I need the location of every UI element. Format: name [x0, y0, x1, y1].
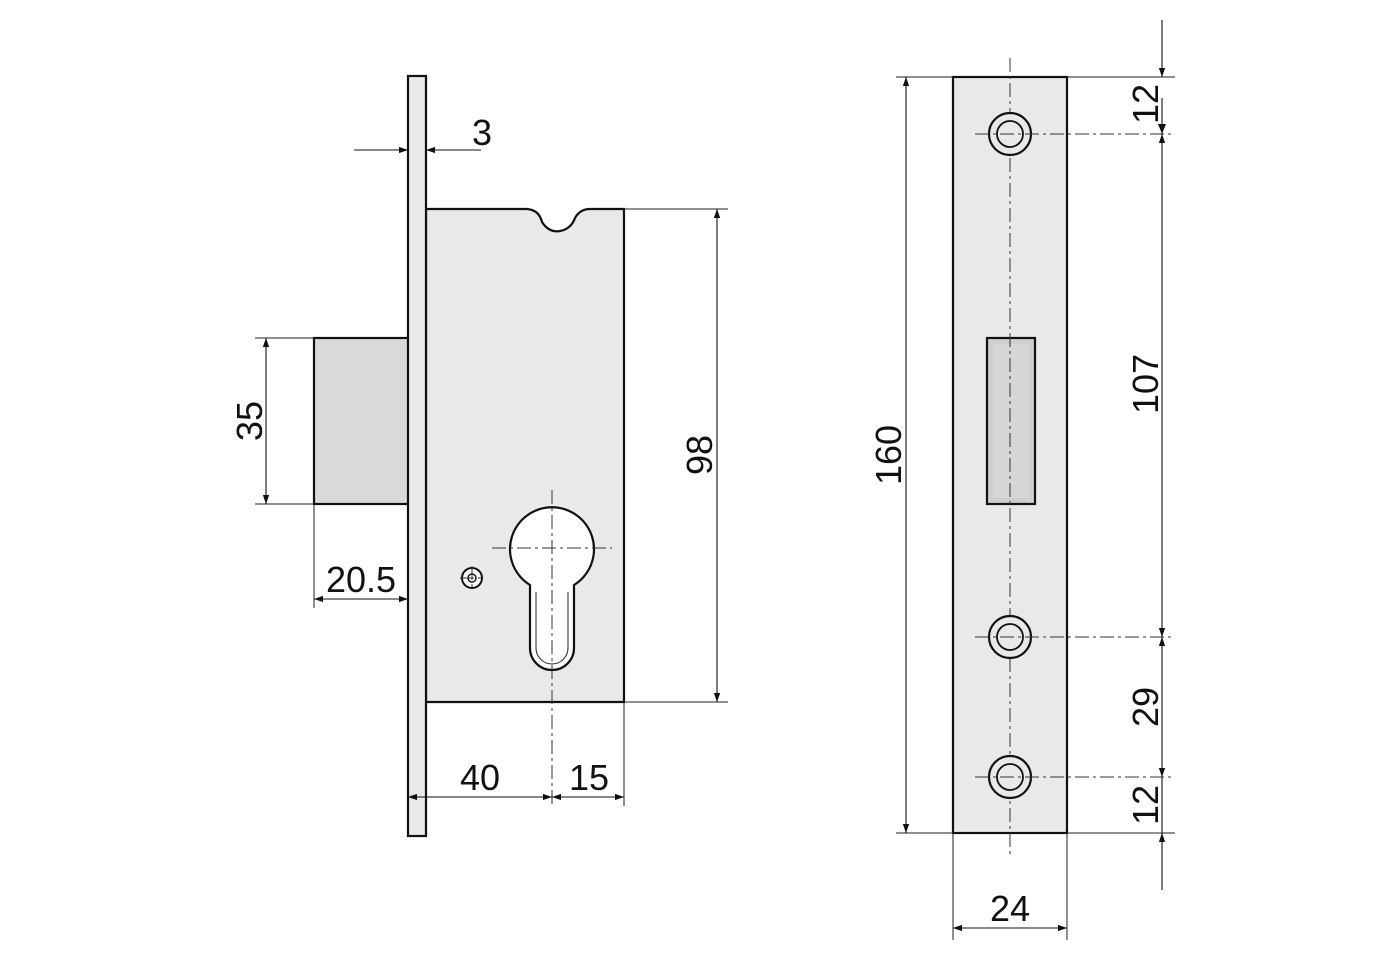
front-view: 160 12 107 29 12 24 [868, 20, 1175, 940]
dim-bottom-screw-offset: 12 [1125, 785, 1166, 825]
faceplate-edge [406, 74, 428, 838]
dim-top-screw-offset: 12 [1125, 84, 1166, 124]
dim-bolt-height: 35 [229, 401, 270, 441]
dim-faceplate-width: 24 [990, 888, 1030, 929]
dim-faceplate-thickness: 3 [472, 112, 492, 153]
dim-screw-spacing: 107 [1125, 354, 1166, 414]
side-view: 3 35 20.5 98 40 15 [229, 74, 728, 838]
dim-case-height: 98 [679, 435, 720, 475]
dim-lower-screw-spacing: 29 [1125, 687, 1166, 727]
lock-case [424, 207, 626, 704]
dim-backset: 40 [460, 757, 500, 798]
dim-cylinder-to-back: 15 [569, 757, 609, 798]
dim-bolt-throw: 20.5 [326, 559, 396, 600]
deadbolt [312, 336, 412, 506]
dim-faceplate-length: 160 [868, 425, 909, 485]
